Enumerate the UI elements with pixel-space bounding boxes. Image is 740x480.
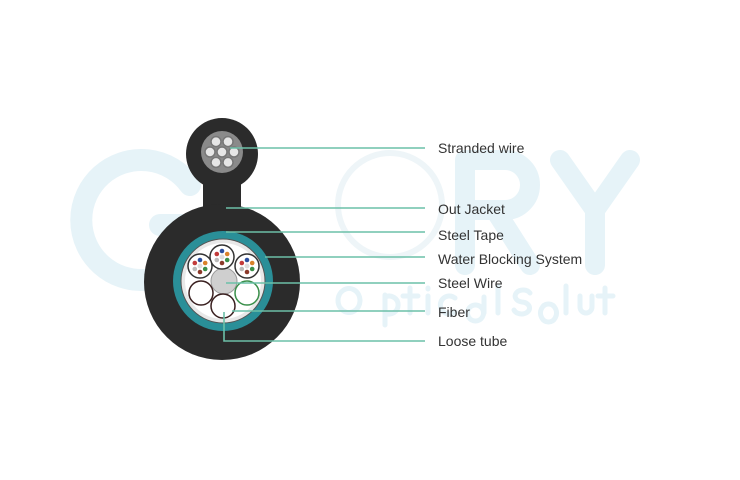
label-water-blocking-system: Water Blocking System — [438, 251, 582, 267]
fiber — [192, 260, 198, 266]
fiber — [239, 266, 245, 272]
fiber — [197, 263, 203, 269]
leader-lines — [223, 147, 425, 342]
label-stranded-wire: Stranded wire — [438, 140, 525, 156]
strand — [210, 135, 222, 148]
fiber — [224, 251, 230, 257]
fiber — [214, 251, 220, 257]
fiber — [219, 254, 225, 260]
label-steel-wire: Steel Wire — [438, 275, 503, 291]
strand — [222, 135, 234, 148]
fiber — [244, 257, 250, 263]
steel-wire — [210, 267, 238, 295]
fiber — [244, 263, 250, 269]
fiber — [219, 248, 225, 254]
fiber — [239, 260, 245, 266]
fiber — [249, 266, 255, 272]
label-out-jacket: Out Jacket — [438, 201, 505, 217]
strand — [228, 146, 240, 158]
label-fiber: Fiber — [438, 304, 470, 320]
leader-loose-tube — [223, 312, 425, 342]
stranded-wires — [204, 135, 240, 169]
watermark-tagline-lettering — [335, 283, 616, 328]
fiber — [192, 266, 198, 272]
strand — [216, 146, 228, 158]
loose-tubes — [187, 244, 260, 319]
fiber — [219, 260, 225, 266]
cable-cross-section — [144, 118, 300, 360]
loose-tube — [234, 280, 260, 306]
label-loose-tube: Loose tube — [438, 333, 507, 349]
watermark-letter-y — [550, 150, 640, 275]
label-steel-tape: Steel Tape — [438, 227, 504, 243]
fiber — [202, 260, 208, 266]
fiber — [197, 257, 203, 263]
fiber — [244, 269, 250, 275]
loose-tube — [188, 280, 214, 306]
watermark-letter-r — [455, 150, 540, 275]
fiber — [224, 257, 230, 263]
globe-icon — [335, 150, 445, 260]
fiber — [197, 269, 203, 275]
fiber — [249, 260, 255, 266]
strand — [204, 146, 216, 158]
loose-tube — [210, 293, 236, 319]
fiber — [202, 266, 208, 272]
fiber — [214, 257, 220, 263]
strand — [210, 156, 222, 169]
strand — [222, 156, 234, 169]
